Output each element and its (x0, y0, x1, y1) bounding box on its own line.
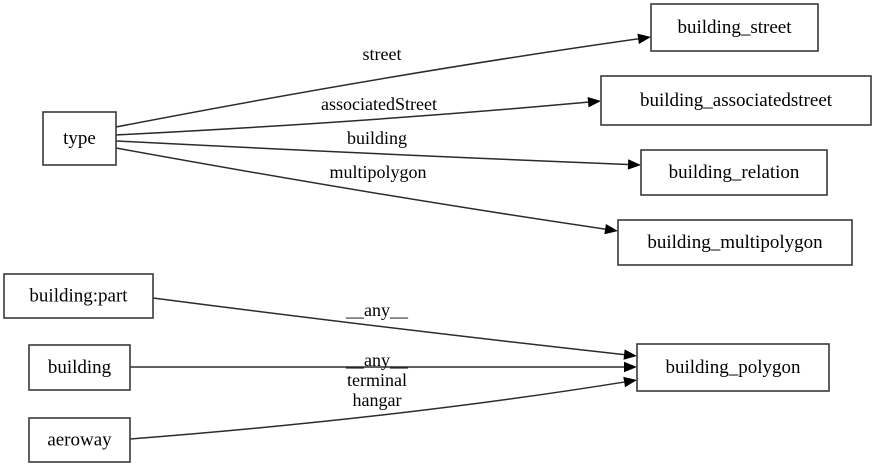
edge-label-type-building_multipolygon: multipolygon (329, 162, 426, 182)
node-label: building:part (29, 285, 128, 306)
node-label: building (48, 357, 112, 378)
edge-line (115, 101, 589, 136)
node-box[interactable] (617, 219, 853, 266)
edge-label-text: building (347, 128, 407, 148)
node-aeroway[interactable]: aeroway (28, 417, 131, 463)
arrowhead-icon (624, 361, 637, 373)
edge-label-text: __any__ (345, 300, 409, 320)
arrowhead-icon (587, 97, 601, 108)
node-building_polygon[interactable]: building_polygon (636, 343, 830, 392)
edge-label-building_part-building_polygon: __any__ (345, 300, 409, 320)
edge-label-text: terminal (347, 370, 407, 390)
arrowhead-icon (604, 223, 618, 235)
edge-aeroway-to-building_polygon (129, 376, 637, 440)
node-box[interactable] (3, 273, 154, 319)
node-label: building_relation (669, 162, 800, 183)
node-building_multipolygon[interactable]: building_multipolygon (617, 219, 853, 266)
node-box[interactable] (28, 417, 131, 463)
edge-label-text: multipolygon (329, 162, 426, 182)
node-box[interactable] (636, 343, 830, 392)
edge-type-to-building_relation (115, 140, 641, 170)
arrowhead-icon (627, 159, 641, 170)
edge-type-to-building_multipolygon (115, 147, 618, 235)
node-label: building_multipolygon (647, 232, 823, 253)
edge-type-to-building_associatedstreet (115, 97, 601, 136)
node-box[interactable] (28, 344, 131, 391)
edge-building-to-building_polygon (130, 361, 637, 373)
edge-label-type-building_relation: building (347, 128, 407, 148)
edge-line (115, 147, 606, 230)
node-label: building_polygon (665, 357, 801, 378)
node-label: type (63, 128, 96, 149)
edge-label-type-building_street: street (363, 44, 402, 64)
edge-label-text: street (363, 44, 402, 64)
node-box[interactable] (600, 75, 872, 126)
node-label: building_associatedstreet (640, 90, 833, 111)
edges-layer (115, 33, 651, 440)
edge-label-text: hangar (353, 390, 402, 410)
node-type[interactable]: type (42, 111, 117, 166)
node-building_street[interactable]: building_street (650, 3, 819, 52)
arrowhead-icon (623, 376, 637, 388)
node-box[interactable] (42, 111, 117, 166)
node-box[interactable] (640, 149, 828, 196)
edge-type-to-building_street (115, 33, 651, 128)
edge-line (129, 381, 625, 440)
edge-labels-layer: street associatedStreet building multipolyg… (321, 44, 437, 410)
node-box[interactable] (650, 3, 819, 52)
node-building[interactable]: building (28, 344, 131, 391)
edge-line (115, 140, 629, 166)
edge-label-text: associatedStreet (321, 94, 437, 114)
node-label: building_street (678, 17, 793, 38)
node-building_associatedstreet[interactable]: building_associatedstreet (600, 75, 872, 126)
node-building_part[interactable]: building:part (3, 273, 154, 319)
edge-label-text: __any__ (345, 350, 409, 370)
edge-line (115, 38, 639, 128)
edge-building_part-to-building_polygon (152, 297, 637, 360)
edge-line (152, 297, 625, 356)
node-building_relation[interactable]: building_relation (640, 149, 828, 196)
node-label: aeroway (47, 429, 112, 450)
arrowhead-icon (623, 349, 637, 360)
nodes-layer: type building_street building_associatedst… (3, 3, 872, 463)
edge-label-type-building_associatedstreet: associatedStreet (321, 94, 437, 114)
arrowhead-icon (637, 33, 651, 44)
edge-label-building-building_polygon: __any__ (345, 350, 409, 370)
